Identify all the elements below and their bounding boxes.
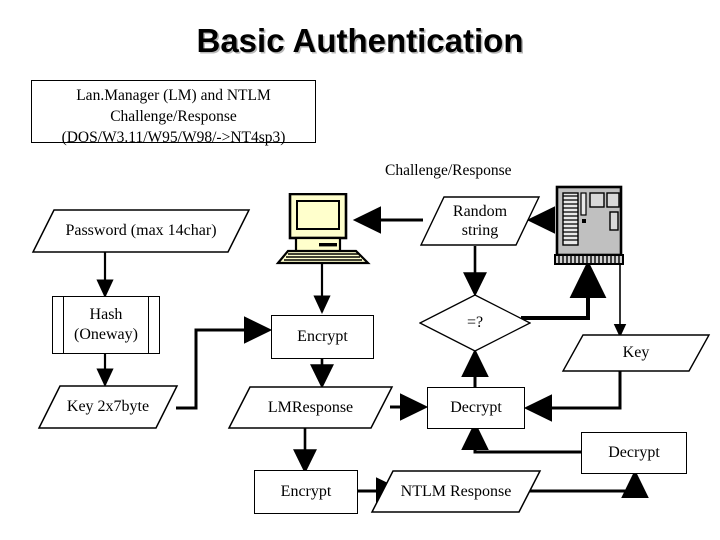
encrypt-lm-process: Encrypt	[271, 315, 374, 359]
ntlm-response-label: NTLM Response	[400, 482, 512, 500]
legend-line-1: Lan.Manager (LM) and NTLM	[76, 87, 271, 104]
password-data: Password (max 14char)	[31, 209, 251, 253]
challenge-response-label: Challenge/Response	[385, 162, 512, 179]
key-server-data: Key	[561, 334, 711, 372]
decrypt-lm-label: Decrypt	[450, 399, 502, 416]
key-2x7byte-data: Key 2x7byte	[37, 385, 179, 429]
decrypt-ntlm-label: Decrypt	[608, 444, 660, 461]
compare-decision-label: =?	[466, 314, 484, 331]
hash-process-line1: Hash	[89, 306, 123, 323]
random-string-label: Random string	[420, 196, 540, 246]
encrypt-ntlm-process: Encrypt	[254, 470, 358, 514]
lmresponse-data: LMResponse	[227, 386, 394, 429]
random-string-data: Random string	[419, 196, 541, 246]
ntlm-response-data: NTLM Response	[370, 470, 542, 513]
server-tower-icon	[553, 185, 629, 267]
encrypt-ntlm-label: Encrypt	[280, 483, 332, 500]
key-2x7byte-label: Key 2x7byte	[66, 398, 150, 416]
hash-process-line2: (Oneway)	[74, 326, 138, 343]
decrypt-lm-process: Decrypt	[427, 387, 525, 429]
legend-line-2: Challenge/Response	[110, 108, 237, 126]
wire-ntlmresponse-to-decrypt-ntlm	[528, 469, 649, 498]
wire-compare-to-server	[521, 260, 607, 320]
random-string-line2: string	[461, 222, 499, 239]
page-title: Basic Authentication	[196, 22, 524, 59]
hash-process: Hash (Oneway)	[52, 296, 160, 354]
wire-key-to-decrypt-lm	[523, 366, 622, 422]
lmresponse-label: LMResponse	[267, 398, 354, 416]
legend-line-3: (DOS/W3.11/W95/W98/->NT4sp3)	[61, 129, 286, 147]
password-data-label: Password (max 14char)	[65, 222, 217, 240]
wire-key-to-encrypt-lm	[176, 316, 273, 410]
decrypt-ntlm-process: Decrypt	[581, 432, 687, 474]
random-string-line1: Random	[452, 202, 508, 220]
protocol-legend: Lan.Manager (LM) and NTLM Challenge/Resp…	[31, 80, 316, 146]
key-server-label: Key	[622, 344, 650, 362]
compare-decision: =?	[419, 294, 531, 352]
wire-decrypt-ntlm-to-decrypt-lm	[461, 421, 581, 454]
desktop-computer-icon	[272, 192, 372, 265]
encrypt-lm-label: Encrypt	[297, 328, 348, 345]
